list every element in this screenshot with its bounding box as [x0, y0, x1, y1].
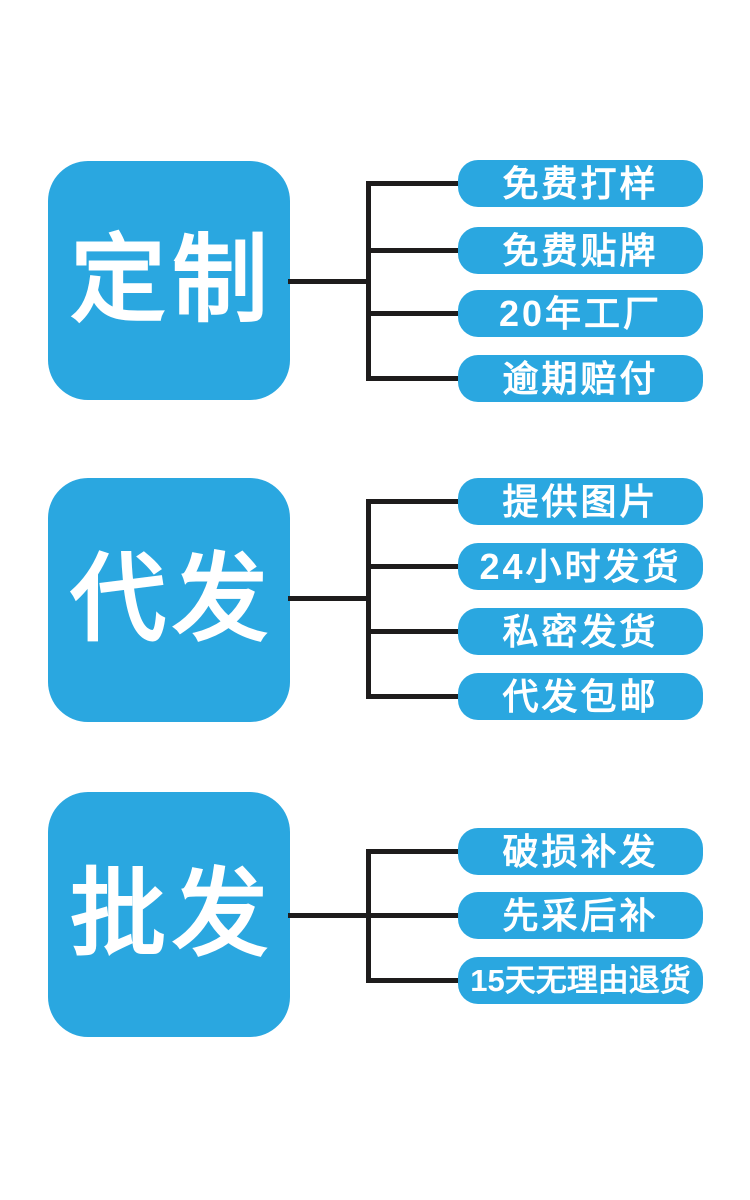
feature-pill: 20年工厂	[458, 290, 703, 337]
category-title: 代发	[70, 546, 274, 653]
category-block-dropship: 代发	[48, 478, 290, 722]
feature-pill: 免费贴牌	[458, 227, 703, 274]
feature-pill: 先采后补	[458, 892, 703, 939]
connector-main	[288, 279, 368, 284]
connector-branch	[366, 499, 458, 504]
connector-branch	[366, 978, 458, 983]
feature-pill: 代发包邮	[458, 673, 703, 720]
connector-branch	[366, 376, 458, 381]
connector-branch	[366, 913, 458, 918]
category-title: 批发	[70, 860, 274, 968]
connector-main	[288, 913, 368, 918]
category-block-custom: 定制	[48, 161, 290, 400]
connector-branch	[366, 629, 458, 634]
feature-pill: 逾期赔付	[458, 355, 703, 402]
connector-spine	[366, 181, 371, 381]
feature-pill: 免费打样	[458, 160, 703, 207]
feature-pill: 私密发货	[458, 608, 703, 655]
feature-pill: 提供图片	[458, 478, 703, 525]
connector-branch	[366, 181, 458, 186]
connector-main	[288, 596, 368, 601]
connector-spine	[366, 499, 371, 699]
feature-pill: 24小时发货	[458, 543, 703, 590]
connector-branch	[366, 248, 458, 253]
connector-branch	[366, 694, 458, 699]
category-title: 定制	[70, 226, 274, 334]
connector-branch	[366, 311, 458, 316]
feature-pill: 15天无理由退货	[458, 957, 703, 1004]
connector-branch	[366, 849, 458, 854]
feature-pill: 破损补发	[458, 828, 703, 875]
connector-branch	[366, 564, 458, 569]
category-block-wholesale: 批发	[48, 792, 290, 1037]
